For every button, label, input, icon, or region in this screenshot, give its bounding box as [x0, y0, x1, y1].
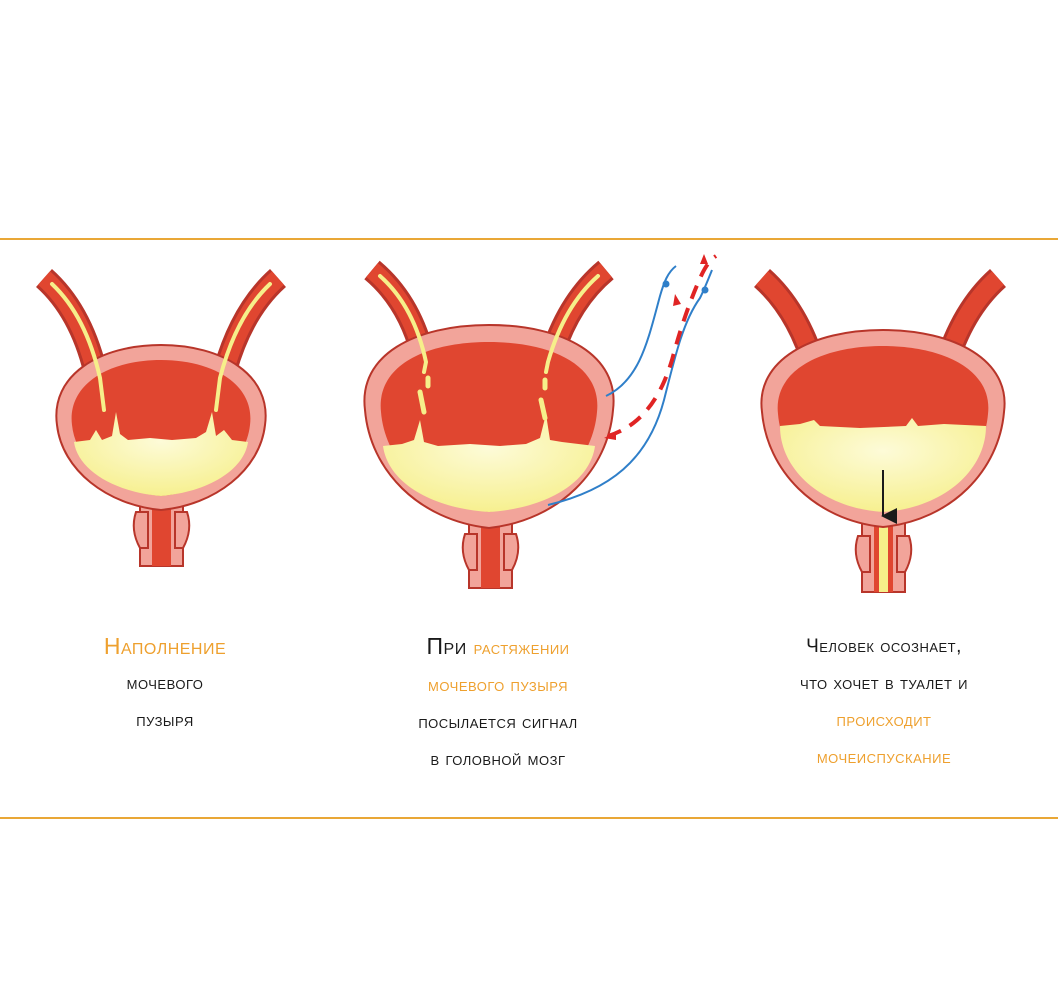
panel-1-caption: Наполнение мочевого пузыря: [0, 628, 330, 739]
caption-2-line-1-accent: растяжении: [473, 638, 570, 659]
bladder-emptying-icon: [753, 269, 1007, 593]
panel-3-bladder: [753, 269, 1007, 593]
bladder-stretching-signal-icon: [363, 254, 718, 589]
frame-top-line: [0, 238, 1058, 240]
caption-3-line-1: Человек осознает,: [806, 636, 962, 657]
caption-1-line-3: пузыря: [136, 710, 194, 731]
caption-2-line-2: мочевого пузыря: [428, 675, 568, 696]
caption-3-line-4: мочеиспускание: [816, 747, 952, 768]
frame-bottom-line: [0, 817, 1058, 819]
caption-3-line-3: происходит: [836, 710, 932, 731]
panel-1-bladder: [35, 269, 287, 567]
panel-2-caption: При растяжении мочевого пузыря посылаетс…: [333, 628, 663, 778]
caption-1-line-1: Наполнение: [103, 633, 227, 659]
caption-3-line-2: что хочет в туалет и: [799, 673, 969, 694]
panel-3-caption: Человек осознает, что хочет в туалет и п…: [719, 628, 1049, 776]
caption-2-line-3: посылается сигнал: [418, 712, 578, 733]
panel-2-bladder: [363, 254, 718, 589]
bladder-filling-icon: [35, 269, 287, 567]
caption-2-line-4: в головной мозг: [430, 749, 566, 770]
caption-1-line-2: мочевого: [126, 673, 204, 694]
caption-2-line-1-plain: При: [426, 633, 474, 659]
